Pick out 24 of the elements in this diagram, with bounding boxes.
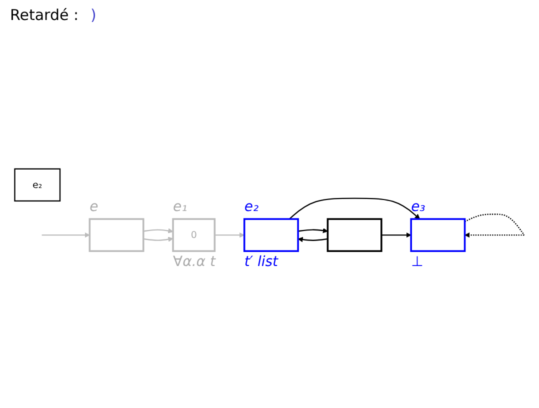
node-box: [243, 218, 299, 252]
node-box: [326, 218, 382, 252]
arrow: [288, 198, 420, 220]
node-box: [410, 218, 466, 252]
node-box: [88, 218, 144, 252]
type-label: ⊥: [411, 254, 424, 270]
arrow: [298, 228, 328, 234]
note-text: ): [90, 6, 96, 24]
node-name-label: e: [90, 199, 98, 216]
arrow: [214, 232, 245, 238]
node-name-label: e₁: [173, 199, 188, 216]
type-label: ∀α.α t: [173, 254, 216, 270]
node-box: 0: [172, 218, 216, 252]
node-name-label: e₂: [244, 199, 259, 216]
type-label: t′ list: [244, 254, 278, 270]
arrow: [298, 236, 328, 242]
arrow: [381, 232, 412, 238]
node-name-label: e₃: [411, 199, 426, 216]
node-box: e₂: [14, 168, 61, 202]
arrow: [143, 228, 174, 234]
arrow: [143, 236, 174, 242]
arrow: [464, 214, 525, 238]
arrow: [42, 232, 90, 238]
note-text: Retardé :: [10, 6, 79, 24]
